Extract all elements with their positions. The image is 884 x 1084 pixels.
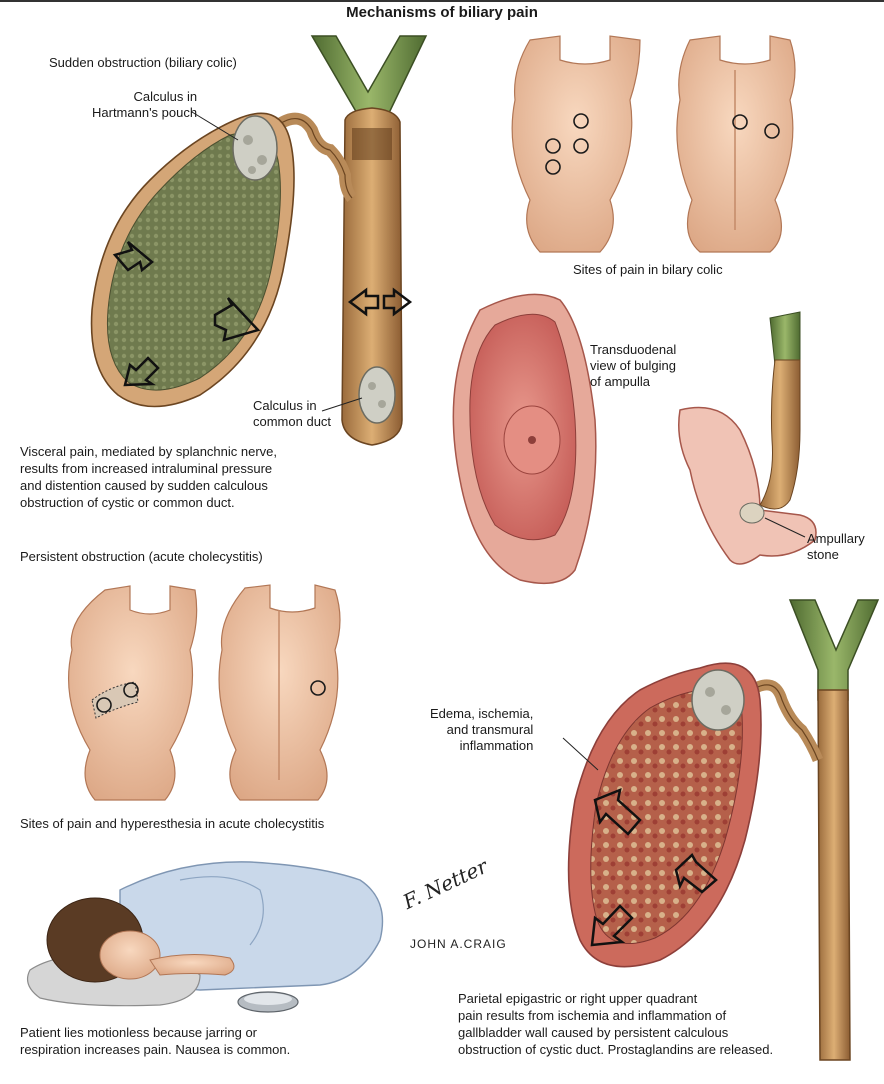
colic-pain-markers <box>545 113 780 175</box>
visceral-pain-description: Visceral pain, mediated by splanchnic ne… <box>20 444 278 510</box>
parietal-pain-description: Parietal epigastric or right upper quadr… <box>458 991 774 1057</box>
cholecystitis-pain-markers <box>96 680 326 713</box>
inflammation-arrows <box>590 787 718 947</box>
page-title: Mechanisms of biliary pain <box>346 4 538 21</box>
top-rule <box>0 0 884 2</box>
transduodenal-view <box>452 293 817 585</box>
persistent-obstruction-heading: Persistent obstruction (acute cholecysti… <box>20 549 263 564</box>
inflamed-gallbladder-illustration <box>562 599 880 1061</box>
colic-sites-caption: Sites of pain in bilary colic <box>573 262 723 277</box>
craig-signature: JOHN A.CRAIG <box>410 937 507 951</box>
edema-label: Edema, ischemia, and transmural inflamma… <box>430 706 534 753</box>
patient-illustration <box>27 861 384 1013</box>
ampullary-stone-shape <box>739 502 765 524</box>
cholecystitis-sites-caption: Sites of pain and hyperesthesia in acute… <box>20 816 325 831</box>
calculus-hartmann-label: Calculus in Hartmann's pouch <box>92 89 198 120</box>
cystic-duct-calculus <box>691 669 745 731</box>
pressure-arrows <box>112 241 413 387</box>
cholecystitis-sites-torsos <box>67 584 341 801</box>
patient-caption: Patient lies motionless because jarring … <box>20 1025 291 1057</box>
sudden-obstruction-heading: Sudden obstruction (biliary colic) <box>49 55 237 70</box>
ampullary-stone-label: Ampullary stone <box>807 531 865 562</box>
transduodenal-label: Transduodenal view of bulging of ampulla <box>590 342 677 389</box>
calculus-common-duct-label: Calculus in common duct <box>253 398 332 429</box>
biliary-colic-illustration <box>90 35 428 446</box>
common-duct-calculus <box>358 366 396 424</box>
patient-face <box>99 930 161 980</box>
hartmann-calculus <box>232 115 278 181</box>
colic-sites-torsos <box>511 35 796 253</box>
